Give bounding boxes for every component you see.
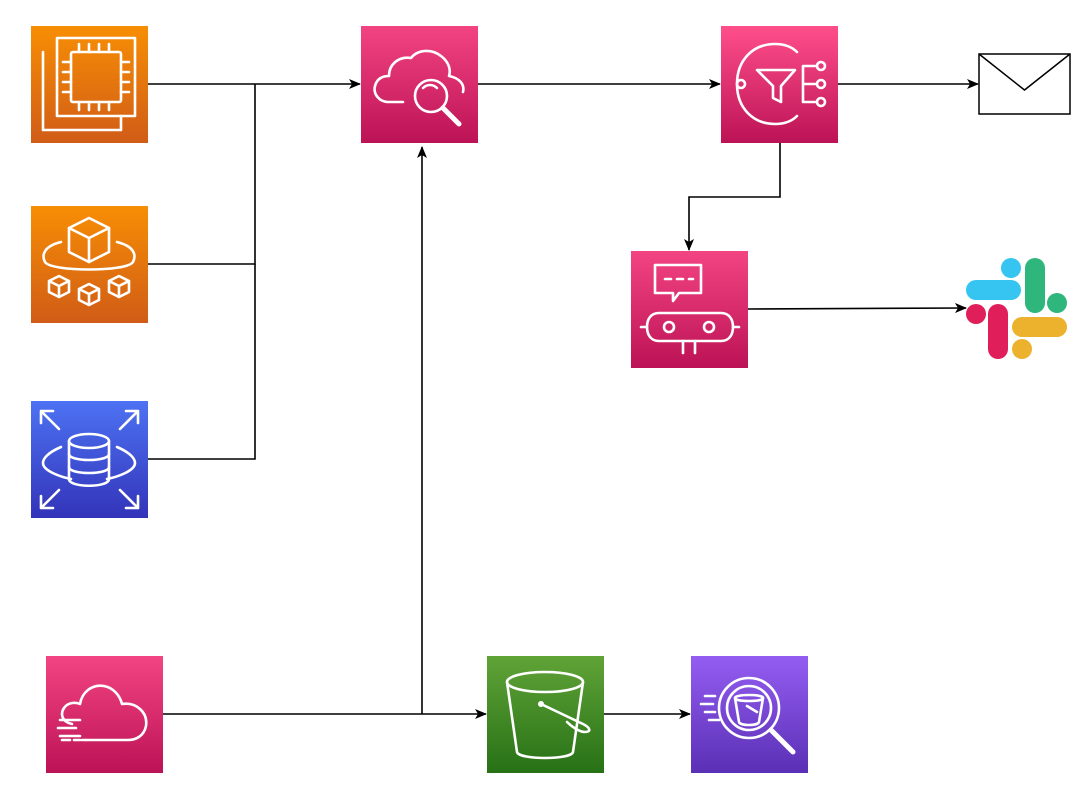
cloudwatch-node[interactable]	[361, 26, 478, 143]
email-node[interactable]	[978, 53, 1071, 115]
slack-node[interactable]	[966, 258, 1067, 359]
rds-node[interactable]	[31, 401, 148, 518]
athena-node[interactable]	[691, 656, 808, 773]
sns-notification-icon	[735, 42, 827, 126]
cloudtrail-node[interactable]	[46, 656, 163, 773]
ec2-instances-icon	[41, 36, 137, 132]
rds-database-icon	[39, 409, 140, 510]
ecs-node[interactable]	[31, 206, 148, 323]
chatbot-node[interactable]	[631, 251, 748, 368]
cloudwatch-cloud-search-icon	[373, 49, 465, 127]
edge-rds-to-cloudwatch	[148, 264, 256, 460]
ec2-node[interactable]	[31, 26, 148, 143]
connectors	[148, 79, 979, 719]
slack-logo-icon	[966, 258, 1067, 359]
ecs-containers-icon	[42, 216, 136, 307]
edge-ecs-to-cloudwatch	[148, 84, 256, 265]
sns-node[interactable]	[721, 26, 838, 143]
chatbot-robot-icon	[639, 263, 741, 355]
s3-bucket-icon	[505, 670, 591, 760]
s3-node[interactable]	[487, 656, 604, 773]
edge-sns-to-chatbot	[684, 143, 781, 251]
cloudtrail-cloud-icon	[56, 684, 148, 742]
email-envelope-icon	[978, 53, 1071, 115]
athena-bucket-search-icon	[699, 676, 796, 755]
edge-chatbot-to-slack	[747, 303, 967, 314]
